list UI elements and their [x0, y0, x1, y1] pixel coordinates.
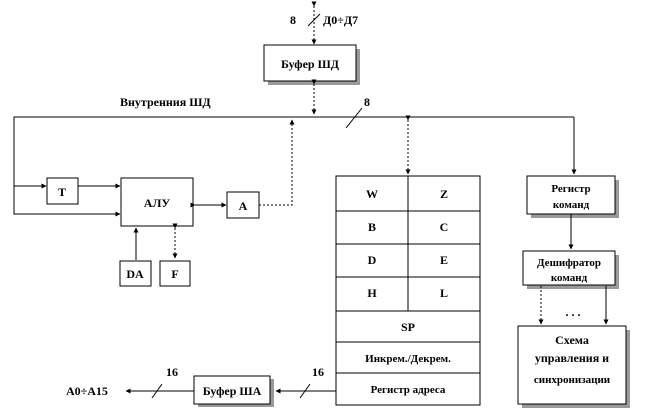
alu-block: АЛУ — [120, 177, 194, 227]
decimal-adjust-da: DA — [119, 260, 152, 287]
internal-bus-label: Внутренния ШД — [120, 95, 211, 109]
address-buffer-label: Буфер ША — [203, 384, 262, 398]
control-unit-line3: синхронизации — [534, 374, 611, 386]
address-bus-width-left: 16 — [166, 365, 178, 379]
register-h: H — [367, 286, 377, 300]
command-register-line1: Регистр — [551, 183, 590, 195]
data-bus-label: Д0÷Д7 — [323, 13, 358, 27]
internal-bus: Внутренния ШД 8 — [13, 95, 574, 186]
data-buffer-block: Буфер ШД — [263, 44, 360, 85]
internal-bus-width-label: 8 — [364, 95, 370, 109]
alu-label: АЛУ — [144, 196, 171, 210]
register-c: C — [440, 220, 449, 234]
decoder-output-ellipsis: . . . — [566, 305, 581, 319]
register-d: D — [368, 253, 377, 267]
command-register-block: Регистр команд — [526, 175, 619, 218]
temp-register-t: T — [46, 177, 79, 205]
register-b: B — [368, 220, 376, 234]
t-label: T — [58, 185, 66, 199]
register-file: W Z B C D E H L SP Инкрем./Декрем. Регис… — [335, 175, 481, 406]
command-decoder-line2: команд — [551, 272, 588, 284]
command-decoder-line1: Дешифратор — [537, 257, 601, 269]
bus-to-alu-link — [13, 186, 121, 217]
f-label: F — [171, 267, 178, 281]
address-bus-label: A0÷A15 — [66, 384, 108, 398]
stack-pointer-sp: SP — [401, 320, 415, 334]
address-buffer-block: Буфер ША — [193, 375, 274, 407]
da-label: DA — [126, 267, 144, 281]
control-unit-block: Схема управления и синхронизации — [517, 325, 630, 408]
address-bus-width-right: 16 — [312, 365, 324, 379]
flags-register-f: F — [159, 260, 191, 287]
incrementer-decrementer: Инкрем./Декрем. — [365, 353, 451, 365]
register-w: W — [366, 187, 378, 201]
register-z: Z — [440, 187, 448, 201]
register-e: E — [440, 253, 448, 267]
external-data-bus: 8 Д0÷Д7 — [290, 1, 358, 45]
data-bus-width-label: 8 — [290, 13, 296, 27]
address-register: Регистр адреса — [371, 384, 446, 396]
command-decoder-block: Дешифратор команд — [522, 250, 619, 289]
command-register-line2: команд — [553, 199, 590, 211]
data-buffer-label: Буфер ШД — [281, 57, 340, 71]
control-unit-line2: управления и — [535, 351, 609, 365]
accumulator-a: A — [226, 191, 260, 219]
a-label: A — [239, 199, 248, 213]
register-l: L — [440, 286, 448, 300]
accumulator-bus-link — [259, 119, 295, 206]
control-unit-line1: Схема — [555, 333, 589, 347]
